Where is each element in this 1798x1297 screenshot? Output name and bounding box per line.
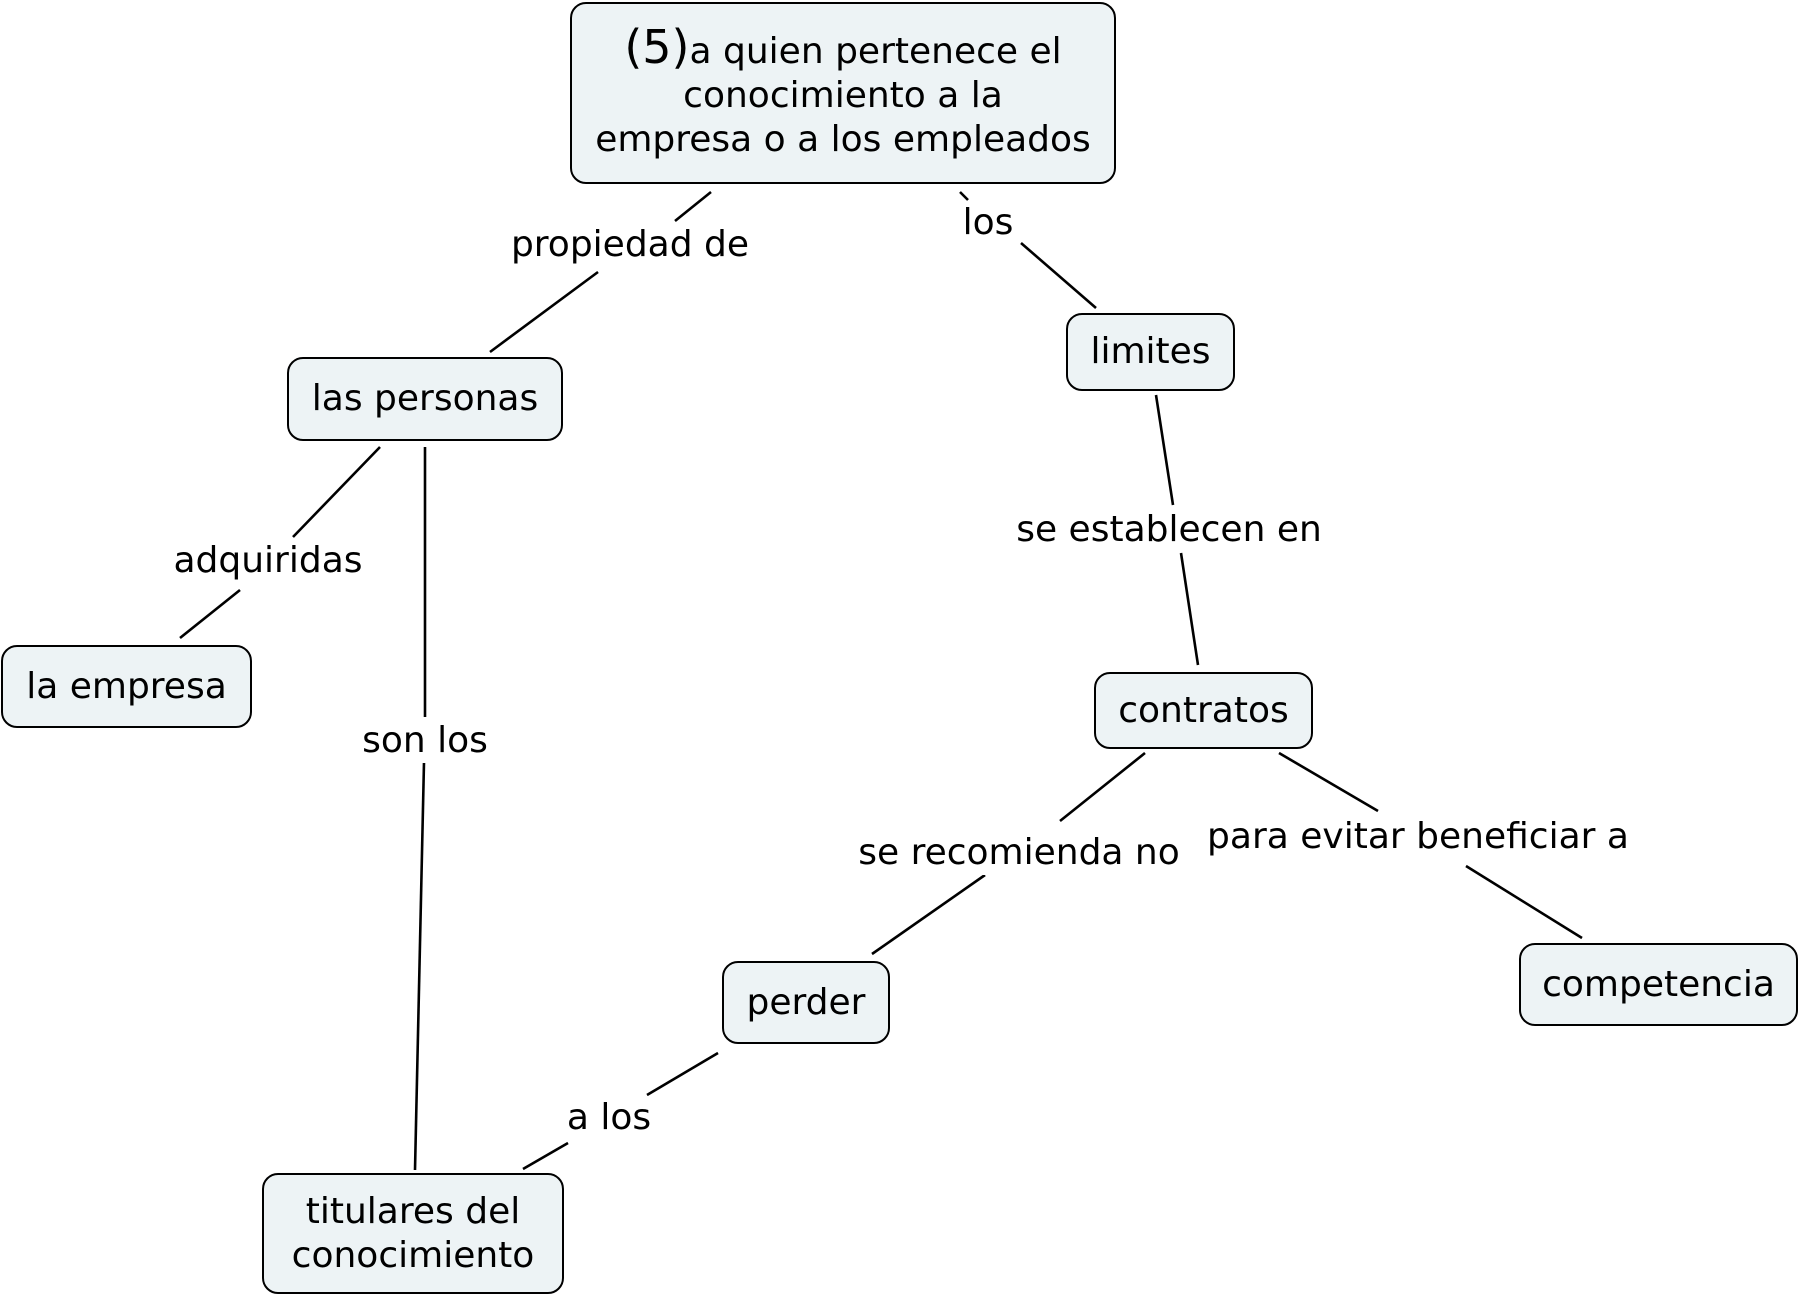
link-label-los: los bbox=[960, 201, 1016, 245]
node-limites[interactable]: limites bbox=[1066, 313, 1235, 391]
connector-limites-establecen bbox=[1154, 394, 1175, 506]
root-question-line-2: conocimiento a la bbox=[683, 74, 1003, 116]
node-root-question[interactable]: (5)a quien pertenece el conocimiento a l… bbox=[570, 2, 1116, 184]
connector-evitar-competencia bbox=[1465, 864, 1583, 940]
node-competencia-label: competencia bbox=[1542, 963, 1775, 1005]
connector-propiedad-personas bbox=[489, 270, 599, 354]
connector-sonlos-titulares bbox=[413, 761, 426, 1171]
node-las-personas-label: las personas bbox=[311, 378, 539, 419]
connector-root-los bbox=[959, 191, 969, 201]
root-question-text-1: a quien pertenece el bbox=[689, 30, 1062, 72]
link-label-se-recomienda-no: se recomienda no bbox=[856, 831, 1182, 875]
connector-root-propiedad bbox=[674, 190, 712, 223]
connector-establecen-contratos bbox=[1179, 552, 1200, 666]
link-label-para-evitar-beneficiar-a: para evitar beneficiar a bbox=[1205, 815, 1631, 859]
link-label-son-los: son los bbox=[360, 719, 490, 763]
connector-contratos-recomienda bbox=[1059, 751, 1146, 823]
node-perder-label: perder bbox=[746, 981, 866, 1023]
node-competencia[interactable]: competencia bbox=[1519, 943, 1798, 1026]
node-titulares-del-conocimiento[interactable]: titulares del conocimiento bbox=[262, 1173, 564, 1294]
connector-personas-adquiridas bbox=[292, 446, 381, 538]
link-label-propiedad-de: propiedad de bbox=[508, 223, 752, 267]
connector-los-limites bbox=[1020, 242, 1097, 309]
root-question-line-3: empresa o a los empleados bbox=[595, 118, 1091, 160]
connector-perder-alos bbox=[646, 1051, 719, 1097]
node-las-personas[interactable]: las personas bbox=[287, 357, 563, 441]
connector-adquiridas-empresa bbox=[179, 588, 241, 640]
titulares-line-1: titulares del bbox=[305, 1190, 521, 1232]
node-la-empresa[interactable]: la empresa bbox=[1, 645, 252, 728]
titulares-line-2: conocimiento bbox=[291, 1234, 535, 1276]
connector-recomienda-perder bbox=[871, 873, 986, 956]
root-question-line-1: (5)a quien pertenece el bbox=[624, 24, 1062, 74]
connector-contratos-evitar bbox=[1278, 751, 1379, 813]
root-question-prefix: (5) bbox=[624, 19, 690, 74]
link-label-adquiridas: adquiridas bbox=[171, 539, 365, 583]
node-la-empresa-label: la empresa bbox=[26, 665, 227, 707]
connector-alos-titulares bbox=[522, 1141, 569, 1171]
node-perder[interactable]: perder bbox=[722, 961, 890, 1044]
node-limites-label: limites bbox=[1090, 331, 1211, 372]
node-contratos-label: contratos bbox=[1118, 689, 1289, 731]
link-label-se-establecen-en: se establecen en bbox=[1014, 508, 1324, 552]
link-label-a-los: a los bbox=[564, 1096, 654, 1140]
node-contratos[interactable]: contratos bbox=[1094, 672, 1313, 749]
